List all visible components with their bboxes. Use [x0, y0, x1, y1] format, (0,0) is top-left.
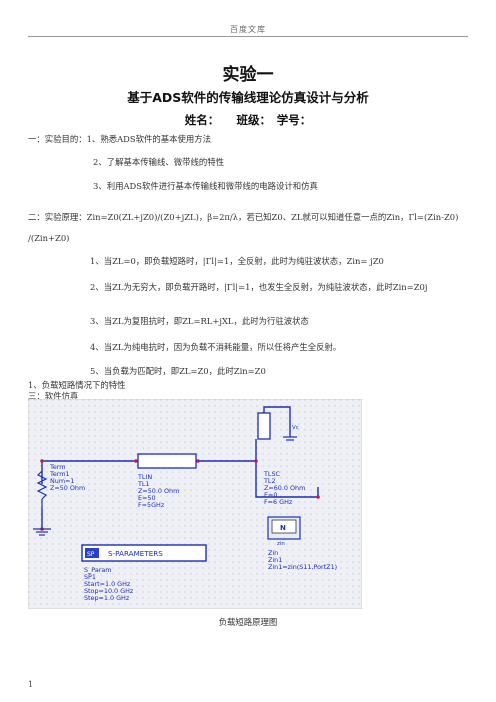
- svg-text:Z=60.0 Ohm: Z=60.0 Ohm: [264, 484, 305, 492]
- svg-text:Z=50.0 Ohm: Z=50.0 Ohm: [138, 487, 179, 495]
- svg-text:TL1: TL1: [137, 480, 150, 488]
- svg-text:Start=1.0 GHz: Start=1.0 GHz: [84, 580, 131, 588]
- svg-text:F=6 GHz: F=6 GHz: [264, 498, 293, 506]
- author-line: 姓名： 班级： 学号：: [184, 113, 312, 127]
- principle-item-2: 2、当ZL为无穷大，即负载开路时，|Γl|=1，也发生全反射，为纯驻波状态，此时…: [90, 282, 428, 292]
- principle-item-3: 3、当ZL为复阻抗时，即ZL=RL+jXL，此时为行驻波状态: [90, 316, 309, 326]
- page-header: 百度文库: [230, 25, 266, 34]
- svg-text:TLIN: TLIN: [137, 473, 152, 481]
- page-number: 1: [28, 680, 34, 689]
- objective-item-2: 2、了解基本传输线、微带线的特性: [93, 157, 224, 167]
- svg-text:Zin: Zin: [268, 549, 278, 557]
- svg-text:Stop=10.0 GHz: Stop=10.0 GHz: [84, 587, 134, 595]
- principle-line-2: /(Zin+Z0): [28, 233, 70, 243]
- svg-text:Z=50 Ohm: Z=50 Ohm: [50, 484, 85, 492]
- page-title: 实验一: [222, 65, 274, 85]
- s-parameters-title: S-PARAMETERS: [108, 549, 163, 558]
- principle-item-4: 4、当ZL为纯电抗时，因为负载不消耗能量，所以任将产生全反射。: [90, 342, 342, 352]
- zin-component: N: [267, 516, 301, 540]
- svg-text:E=50: E=50: [138, 494, 156, 502]
- zin-icon-label: zin: [277, 541, 285, 547]
- objective-heading: 一：实验目的：1、熟悉ADS软件的基本使用方法: [28, 134, 211, 144]
- header-divider: [28, 36, 468, 37]
- s-parameters-component: SP S-PARAMETERS: [81, 544, 207, 562]
- simulation-heading: 三：软件仿真: [28, 391, 79, 401]
- objective-item-3: 3、利用ADS软件进行基本传输线和微带线的电路设计和仿真: [93, 181, 318, 191]
- term-port-component: [33, 470, 51, 536]
- svg-text:TL2: TL2: [263, 477, 276, 485]
- principle-line-1: 二：实验原理：Zin=Z0(ZL+jZ0)/(Z0+jZL)，β=2π/λ，若已…: [28, 212, 459, 222]
- ground-label: Vc: [292, 425, 299, 431]
- svg-text:SP1: SP1: [84, 573, 96, 581]
- svg-text:SP: SP: [87, 551, 95, 558]
- svg-text:E=0: E=0: [264, 491, 277, 499]
- svg-text:S_Param: S_Param: [84, 566, 112, 574]
- svg-text:Zin1: Zin1: [268, 556, 282, 564]
- ads-schematic: Term Term1 Num=1 Z=50 Ohm TLIN TL1 Z=50.…: [28, 399, 362, 609]
- tlin-component: [137, 453, 197, 469]
- svg-text:Term1: Term1: [49, 470, 70, 478]
- svg-text:TLSC: TLSC: [263, 470, 281, 478]
- svg-text:N: N: [280, 524, 286, 532]
- principle-item-5: 5、当负载为匹配时，即ZL=Z0，此时Zin=Z0: [90, 366, 266, 376]
- svg-text:Term: Term: [49, 463, 66, 471]
- svg-text:F=5GHz: F=5GHz: [138, 501, 165, 509]
- tlsc-component: [257, 412, 297, 441]
- svg-text:Step=1.0 GHz: Step=1.0 GHz: [84, 594, 130, 602]
- principle-item-1: 1、当ZL=0，即负载短路时，|Γl|=1，全反射，此时为纯驻波状态，Zin= …: [90, 256, 384, 266]
- svg-text:Num=1: Num=1: [50, 477, 74, 485]
- svg-text:Zin1=zin(S11,PortZ1): Zin1=zin(S11,PortZ1): [268, 563, 337, 571]
- simulation-sub-1: 1、负载短路情况下的特性: [28, 380, 126, 390]
- figure-caption: 负载短路原理图: [218, 617, 278, 627]
- page-subtitle: 基于ADS软件的传输线理论仿真设计与分析: [127, 90, 369, 105]
